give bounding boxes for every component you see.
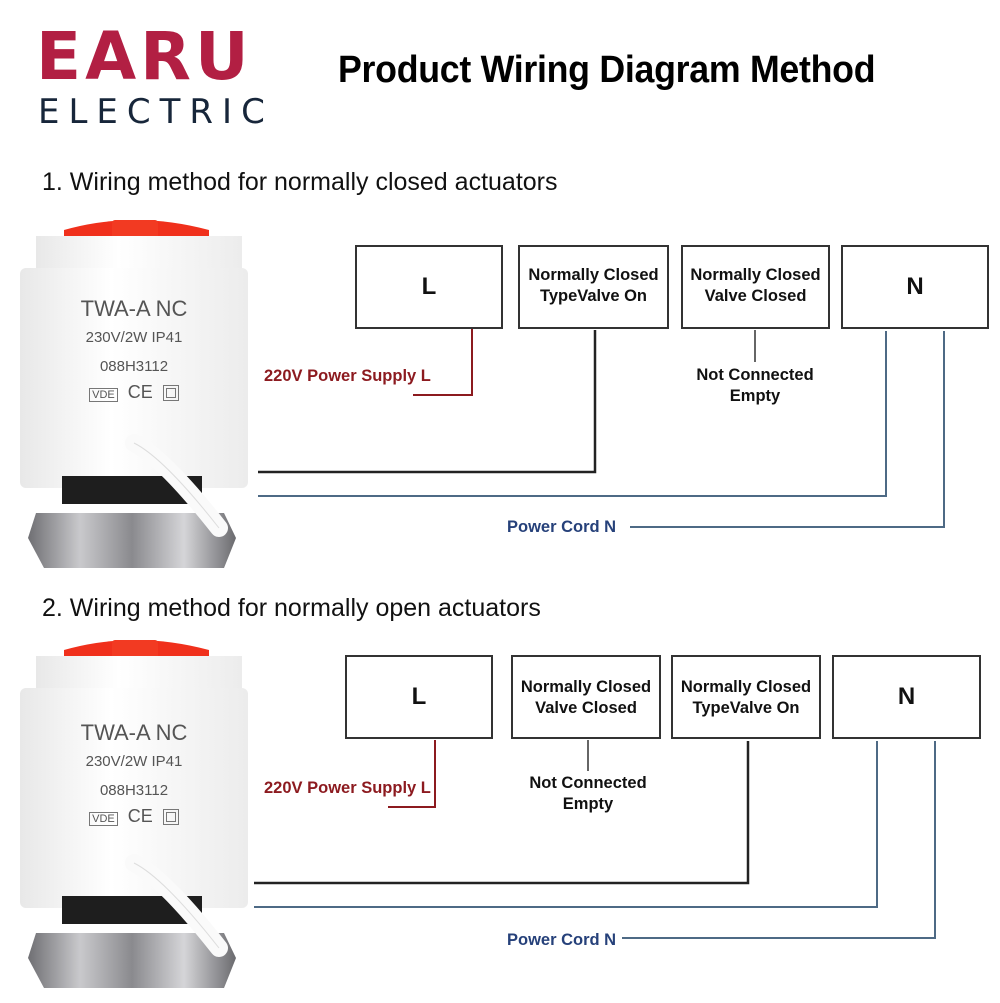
neutral-wire-1b [630, 331, 945, 528]
terminal-text-line: Normally Closed [520, 678, 652, 696]
terminal-l: L [355, 245, 503, 329]
live-wire-2 [388, 740, 436, 808]
terminal-text-line: TypeValve On [540, 287, 647, 305]
actuator-model: TWA-A NC [80, 296, 188, 321]
power-supply-label-1: 220V Power Supply L [264, 367, 431, 385]
ce-icon: CE [122, 806, 158, 826]
actuator-rating: 230V/2W IP41 [85, 753, 183, 770]
power-supply-label-2: 220V Power Supply L [264, 779, 431, 797]
terminal-l: L [345, 655, 493, 739]
not-connected-line: Not Connected [529, 774, 647, 792]
neutral-wire-2b [622, 741, 936, 939]
actuator-part-number: 088H3112 [99, 358, 169, 375]
brand-subtitle: ELECTRIC [38, 92, 274, 132]
ce-icon: CE [122, 382, 158, 402]
actuator-body-icon [20, 220, 248, 568]
section-2-heading: 2. Wiring method for normally open actua… [42, 594, 541, 622]
double-insulation-icon [162, 385, 179, 402]
actuator-body-icon [20, 640, 248, 988]
terminal-text-line: Normally Closed [528, 266, 659, 284]
terminal-text-line: Normally Closed [680, 678, 812, 696]
terminal-n: N [841, 245, 989, 329]
live-wire-1 [413, 329, 473, 396]
neutral-wire-1a [258, 331, 887, 497]
terminal-text-line: Valve Closed [704, 287, 807, 305]
terminal-n: N [832, 655, 981, 739]
actuator-model: TWA-A NC [80, 720, 188, 745]
terminal-text-line: TypeValve On [692, 699, 800, 717]
certification-marks: VDE CE [14, 806, 254, 827]
signal-wire-1 [258, 330, 597, 474]
actuator-image: TWA-A NC 230V/2W IP41 088H3112 VDE CE [14, 628, 254, 998]
page-title: Product Wiring Diagram Method [338, 49, 876, 91]
power-cord-label-1: Power Cord N [507, 518, 617, 536]
double-insulation-icon [162, 809, 179, 826]
vde-icon: VDE [89, 388, 118, 402]
certification-marks: VDE CE [14, 382, 254, 403]
not-connected-line: Not Connected [696, 366, 814, 384]
terminal-text-line: Normally Closed [690, 266, 821, 284]
power-cord-label-2: Power Cord N [507, 931, 617, 949]
neutral-wire-2a [254, 741, 878, 908]
not-connected-line: Empty [729, 387, 781, 405]
actuator-image: TWA-A NC 230V/2W IP41 088H3112 VDE CE [14, 208, 254, 578]
actuator-rating: 230V/2W IP41 [85, 329, 183, 346]
vde-icon: VDE [89, 812, 118, 826]
not-connected-label-2: Not Connected Empty [513, 773, 663, 815]
not-connected-line: Empty [562, 795, 614, 813]
brand-logo: EARU [36, 18, 253, 95]
signal-wire-2 [254, 741, 750, 885]
actuator-part-number: 088H3112 [99, 782, 169, 799]
terminal-text-line: Valve Closed [535, 699, 637, 717]
section-1-heading: 1. Wiring method for normally closed act… [42, 168, 558, 196]
not-connected-label-1: Not Connected Empty [680, 365, 830, 407]
